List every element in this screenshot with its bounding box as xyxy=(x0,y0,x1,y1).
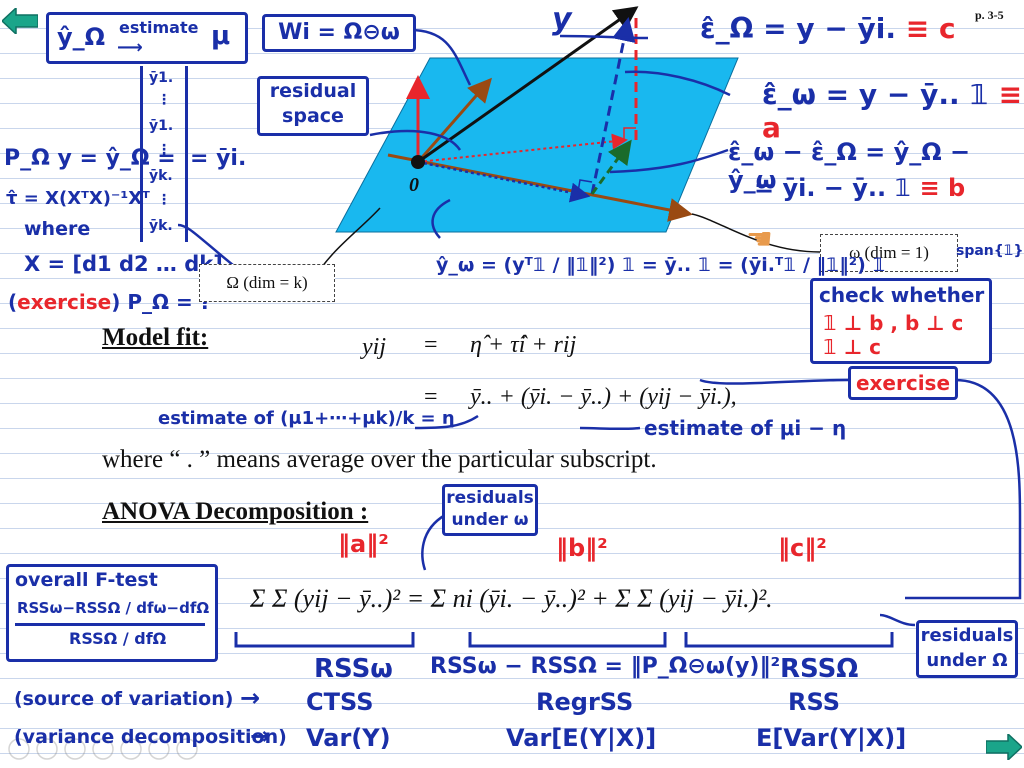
vector-entry: ȳk. xyxy=(149,168,173,184)
row-source-label: (source of variation) xyxy=(14,688,234,710)
estimate-arrow-label: estimate xyxy=(119,18,199,37)
check-line-2: 𝟙 ⊥ c xyxy=(823,335,881,359)
check-title: check whether xyxy=(819,283,985,307)
exercise-box: exercise xyxy=(848,366,958,400)
model-line2-rhs: ȳ.. + (ȳi. − ȳ..) + (yij − ȳi.), xyxy=(470,384,737,410)
norm-a: ‖a‖² xyxy=(338,530,389,558)
omega-dim-box: Ω (dim = k) xyxy=(199,264,335,302)
f-test-title: overall F-test xyxy=(15,569,158,591)
rss: RSS xyxy=(788,688,840,716)
rss-omega: RSSω xyxy=(314,654,393,684)
residuals-under-omega-box: residuals under ω xyxy=(442,484,538,536)
vector-entry: ȳ1. xyxy=(149,118,174,134)
vector-entry: ȳ1. xyxy=(149,70,174,86)
model-line1-lhs: yij xyxy=(362,334,386,360)
var-y: Var(Y) xyxy=(306,724,391,752)
eps-difference: ε̂_ω − ε̂_Ω = ŷ_Ω − ŷ_ω xyxy=(728,138,971,194)
vector-entry: ⋮ xyxy=(157,192,171,208)
projection-rhs: = ȳi. xyxy=(190,146,247,171)
origin-label: 0 xyxy=(409,174,419,196)
check-whether-box: check whether 𝟙 ⊥ b , b ⊥ c 𝟙 ⊥ c xyxy=(810,278,992,364)
eps-Omega-hat: ε̂_Ω = y − ȳi. ≡ c xyxy=(700,12,956,45)
e-var-y-x: E[Var(Y|X)] xyxy=(756,724,907,752)
p-omega-question: P_Ω = ? xyxy=(127,290,212,314)
residuals-under-Omega-box: residuals under Ω xyxy=(916,620,1018,678)
estimate-lhs: ŷ_Ω xyxy=(57,23,106,51)
f-test-denominator: RSSΩ / dfΩ xyxy=(69,629,167,648)
anova-title: ANOVA Decomposition : xyxy=(102,498,369,525)
rss-difference: RSSω − RSSΩ = ‖P_Ω⊖ω(y)‖² xyxy=(430,654,781,679)
projection-lhs: P_Ω y = ŷ_Ω = xyxy=(4,146,176,171)
row-var-label: (variance decomposition) xyxy=(14,726,287,748)
eps-omega-hat: ε̂_ω = y − ȳ.. 𝟙 ≡ a xyxy=(762,78,1023,144)
projection-diagram xyxy=(335,6,739,233)
model-line1-rhs: η̂ + τ̂i + rij xyxy=(470,332,577,358)
estimate-arrow-icon: ⟶ xyxy=(117,37,143,58)
row-source-arrow-icon: → xyxy=(240,684,261,712)
regrss: RegrSS xyxy=(536,688,634,716)
next-page-arrow-icon[interactable] xyxy=(985,732,1024,762)
where-label: where xyxy=(24,218,91,240)
model-line1-eq: = xyxy=(424,332,438,358)
estimate-eta-note: estimate of (μ1+⋯+μk)/k = η xyxy=(158,408,455,429)
wi-box: Wi = Ω⊖ω xyxy=(262,14,416,52)
model-line2-eq: = xyxy=(424,384,438,410)
y-vector-label: y xyxy=(552,2,572,37)
exercise-label: exercise xyxy=(17,290,112,314)
anova-equation: Σ Σ (yij − ȳ..)² = Σ ni (ȳi. − ȳ..)² + Σ… xyxy=(250,584,773,613)
vector-entry: ⋮ xyxy=(157,142,171,158)
exercise-p-line: (exercise) P_Ω = ? xyxy=(8,290,212,314)
vector-entry: ȳk. xyxy=(149,218,173,234)
var-e-y-x: Var[E(Y|X)] xyxy=(506,724,657,752)
x-definition: X = [d1 d2 … dk] xyxy=(24,252,223,276)
model-fit-title: Model fit: xyxy=(102,324,209,351)
tag-c: ≡ c xyxy=(905,12,956,45)
tag-a: ≡ a xyxy=(762,78,1023,144)
small-omega-box: ω (dim = 1) xyxy=(820,234,958,272)
f-test-numerator: RSSω−RSSΩ / dfω−dfΩ xyxy=(17,599,210,617)
f-test-divider xyxy=(15,623,205,626)
page-number: p. 3-5 xyxy=(975,8,1004,22)
check-line-1: 𝟙 ⊥ b , b ⊥ c xyxy=(823,311,964,335)
y-hat-omega-formula: ŷ_ω = (yᵀ𝟙 / ‖𝟙‖²) 𝟙 = ȳ.. 𝟙 = (ȳi.ᵀ𝟙 / … xyxy=(436,254,886,276)
estimate-rhs: μ xyxy=(211,21,231,51)
projection-vector: ȳ1. ⋮ ȳ1. ⋮ ȳk. ⋮ ȳk. xyxy=(140,66,188,242)
ctss: CTSS xyxy=(306,688,374,716)
norm-b: ‖b‖² xyxy=(556,534,608,562)
estimate-box: ŷ_Ω estimate ⟶ μ xyxy=(46,12,248,64)
tag-b: ≡ b xyxy=(919,174,966,202)
row-var-arrow-icon: → xyxy=(250,722,271,750)
viewer-controls[interactable] xyxy=(6,736,216,762)
f-test-box: overall F-test RSSω−RSSΩ / dfω−dfΩ RSSΩ … xyxy=(6,564,218,662)
estimate-mu-note: estimate of μi − η xyxy=(644,416,847,440)
tau-hat-formula: τ̂ = X(XᵀX)⁻¹Xᵀ xyxy=(6,188,150,209)
vector-entry: ⋮ xyxy=(157,92,171,108)
span-label: span{𝟙} xyxy=(956,243,1024,259)
residual-space-box: residual space xyxy=(257,76,369,136)
norm-c: ‖c‖² xyxy=(778,534,827,562)
where-line: where “ . ” means average over the parti… xyxy=(102,446,657,473)
pointing-hand-icon: ☚ xyxy=(746,223,773,256)
eps-difference-2: = ȳi. − ȳ.. 𝟙 ≡ b xyxy=(754,174,966,202)
rss-Omega: RSSΩ xyxy=(780,654,859,684)
